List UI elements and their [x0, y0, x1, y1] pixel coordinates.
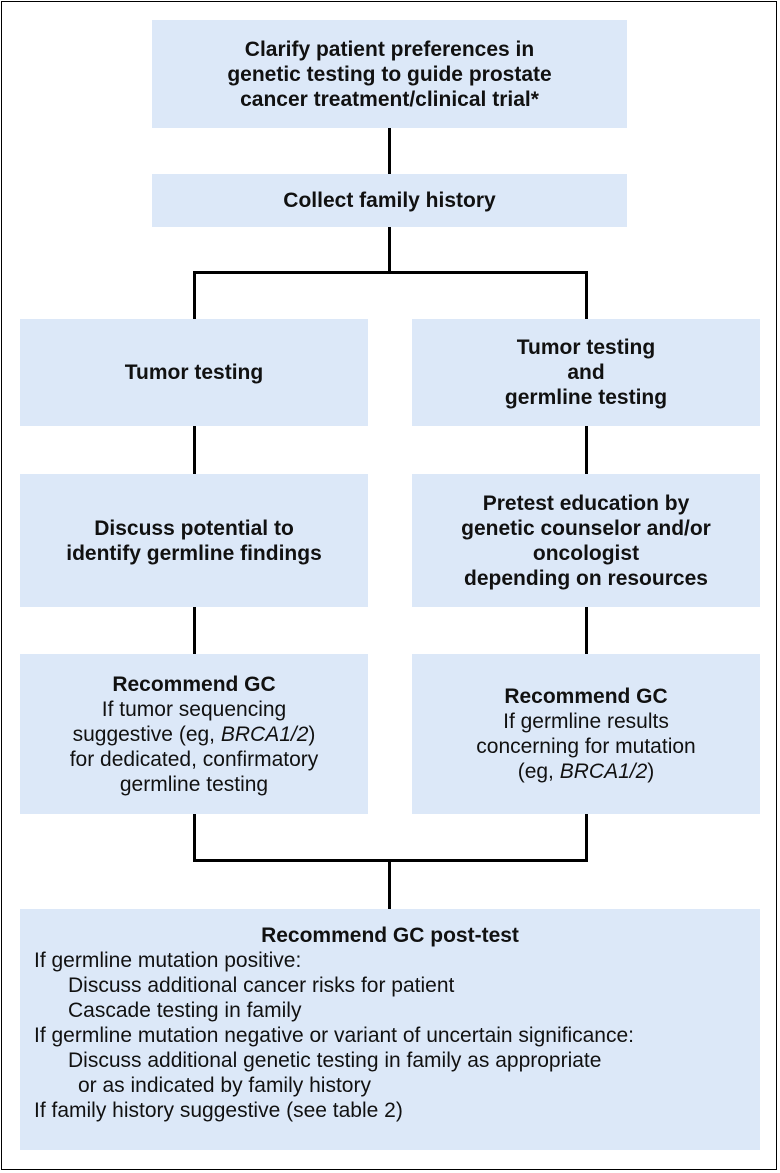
- pretest-education-box: Pretest education by genetic counselor a…: [412, 474, 760, 607]
- pretest-line-1: Pretest education by: [482, 491, 690, 515]
- post-test-line-4: If germline mutation negative or variant…: [34, 1024, 634, 1047]
- tumor-testing-label: Tumor testing: [124, 361, 264, 384]
- pretest-line-3: oncologist: [532, 541, 640, 565]
- connector-right-3: [585, 814, 588, 862]
- tumor-testing-box: Tumor testing: [20, 319, 368, 426]
- clarify-line-1: Clarify patient preferences in: [244, 37, 535, 61]
- recommend-gc-right-box: Recommend GC If germline results concern…: [412, 654, 760, 814]
- connector-split-horizontal: [193, 271, 588, 274]
- post-test-line-7: If family history suggestive (see table …: [34, 1099, 403, 1122]
- recommend-gc-left-box: Recommend GC If tumor sequencing suggest…: [20, 654, 368, 814]
- tumor-germline-line-3: germline testing: [504, 386, 668, 409]
- post-test-line-5: Discuss additional genetic testing in fa…: [68, 1049, 602, 1072]
- clarify-preferences-box: Clarify patient preferences in genetic t…: [152, 20, 627, 128]
- post-test-title: Recommend GC post-test: [261, 924, 519, 947]
- discuss-line-1: Discuss potential to: [94, 516, 294, 540]
- tumor-germline-testing-box: Tumor testing and germline testing: [412, 319, 760, 426]
- recommend-gc-left-line-3: for dedicated, confirmatory: [69, 747, 319, 771]
- recommend-gc-post-test-box: Recommend GC post-test If germline mutat…: [20, 909, 760, 1150]
- family-history-box: Collect family history: [152, 174, 627, 227]
- connector-split-left: [193, 271, 196, 319]
- post-test-line-6: or as indicated by family history: [78, 1074, 371, 1097]
- family-history-label: Collect family history: [283, 189, 496, 212]
- tumor-germline-line-1: Tumor testing: [516, 336, 656, 359]
- post-test-line-3: Cascade testing in family: [68, 999, 302, 1022]
- recommend-gc-left-title: Recommend GC: [112, 672, 276, 696]
- post-test-line-2: Discuss additional cancer risks for pati…: [68, 974, 455, 997]
- connector-left-3: [193, 814, 196, 862]
- connector-clarify-family: [388, 128, 391, 174]
- connector-family-split: [388, 227, 391, 274]
- tumor-germline-line-2: and: [567, 361, 605, 384]
- pretest-line-2: genetic counselor and/or: [461, 516, 711, 540]
- connector-split-right: [585, 271, 588, 319]
- clarify-line-3: cancer treatment/clinical trial*: [240, 87, 539, 111]
- discuss-line-2: identify germline findings: [66, 541, 322, 565]
- recommend-gc-right-line-2: concerning for mutation: [476, 735, 696, 758]
- recommend-gc-left-line-2: suggestive (eg, BRCA1/2): [72, 722, 316, 746]
- recommend-gc-right-line-3: (eg, BRCA1/2): [517, 760, 655, 783]
- connector-right-2: [585, 607, 588, 654]
- recommend-gc-left-line-4: germline testing: [119, 772, 269, 796]
- post-test-line-1: If germline mutation positive:: [34, 949, 302, 972]
- recommend-gc-left-line-1: If tumor sequencing: [101, 697, 287, 721]
- discuss-germline-box: Discuss potential to identify germline f…: [20, 474, 368, 607]
- connector-left-2: [193, 607, 196, 654]
- connector-right-1: [585, 426, 588, 474]
- pretest-line-4: depending on resources: [464, 566, 708, 590]
- connector-left-1: [193, 426, 196, 474]
- clarify-line-2: genetic testing to guide prostate: [227, 62, 552, 86]
- recommend-gc-right-line-1: If germline results: [503, 710, 669, 733]
- recommend-gc-right-title: Recommend GC: [504, 685, 668, 708]
- connector-merge-final: [388, 859, 391, 909]
